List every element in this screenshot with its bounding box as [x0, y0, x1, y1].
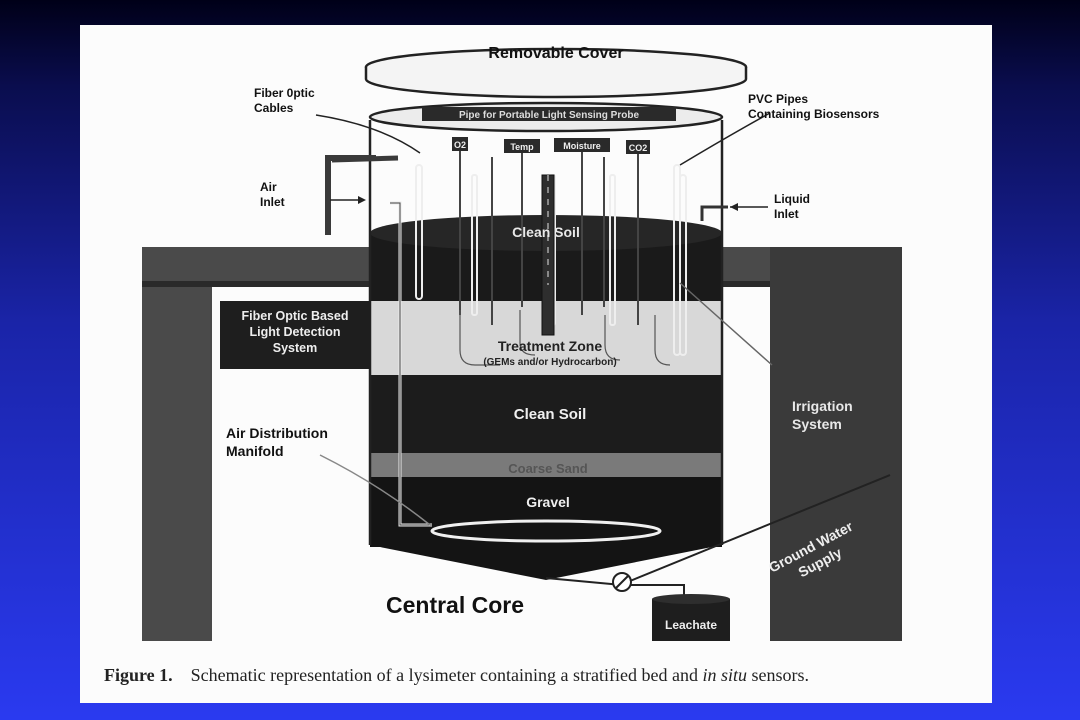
pvc-pipes-line1: PVC Pipes: [748, 92, 808, 106]
sensor-co2-label: CO2: [629, 143, 648, 153]
coarse-sand-label: Coarse Sand: [508, 461, 588, 476]
leachate-label: Leachate: [665, 618, 717, 632]
ground-left-wall: [142, 247, 212, 641]
fiber-optic-cables-line1: Fiber 0ptic: [254, 86, 315, 100]
figure-caption: Figure 1. Schematic representation of a l…: [104, 665, 984, 686]
liquid-inlet-line1: Liquid: [774, 192, 810, 206]
lysimeter-diagram: Removable Cover Pipe for Portable Light …: [142, 45, 902, 641]
air-inlet-line2: Inlet: [260, 195, 285, 209]
sensor-rods: [459, 151, 639, 325]
treatment-zone-label: Treatment Zone: [498, 338, 602, 354]
air-distribution-line2: Manifold: [226, 443, 284, 459]
irrigation-line2: System: [792, 416, 842, 432]
coarse-sand-layer: [370, 453, 722, 477]
air-distribution-line1: Air Distribution: [226, 425, 328, 441]
clean-soil-middle-layer: [370, 375, 722, 455]
core-cone: [370, 545, 722, 580]
figure-panel: Removable Cover Pipe for Portable Light …: [80, 25, 992, 703]
irrigation-line1: Irrigation: [792, 398, 853, 414]
leachate-tank: [652, 599, 730, 641]
gravel-layer: [370, 477, 722, 547]
fiber-optic-system-box: [220, 301, 370, 369]
removable-cover-label: Removable Cover: [488, 45, 623, 62]
pvc-pipes-line2: Containing Biosensors: [748, 107, 880, 121]
liquid-inlet-pipe: [700, 205, 728, 221]
liquid-inlet-line2: Inlet: [774, 207, 799, 221]
caption-italic: in situ: [702, 665, 748, 685]
fiber-optic-system-line2: Light Detection: [250, 325, 341, 339]
figure-number: Figure 1.: [104, 665, 173, 685]
irrigation-line: [679, 282, 773, 366]
air-distribution-ring: [430, 519, 662, 543]
sensor-temp-label: Temp: [510, 142, 534, 152]
treatment-zone-sub-label: (GEMs and/or Hydrocarbon): [483, 357, 616, 368]
caption-text: Schematic representation of a lysimeter …: [190, 665, 703, 685]
clean-soil-middle-label: Clean Soil: [514, 406, 587, 423]
air-inlet-line1: Air: [260, 180, 277, 194]
fiber-optic-system-line3: System: [273, 341, 317, 355]
ground-right-wall: [770, 247, 902, 641]
gravel-label: Gravel: [526, 494, 570, 510]
fiber-optic-cables-line2: Cables: [254, 101, 294, 115]
sensor-moisture-label: Moisture: [563, 141, 601, 151]
sensor-o2-label: O2: [454, 140, 466, 150]
caption-text-end: sensors.: [747, 665, 810, 685]
ground-water-line: [629, 474, 891, 582]
fiber-optic-system-line1: Fiber Optic Based: [242, 309, 349, 323]
central-core-label: Central Core: [386, 592, 524, 618]
clean-soil-top-label: Clean Soil: [512, 224, 580, 240]
probe-pipe-label: Pipe for Portable Light Sensing Probe: [459, 110, 639, 121]
